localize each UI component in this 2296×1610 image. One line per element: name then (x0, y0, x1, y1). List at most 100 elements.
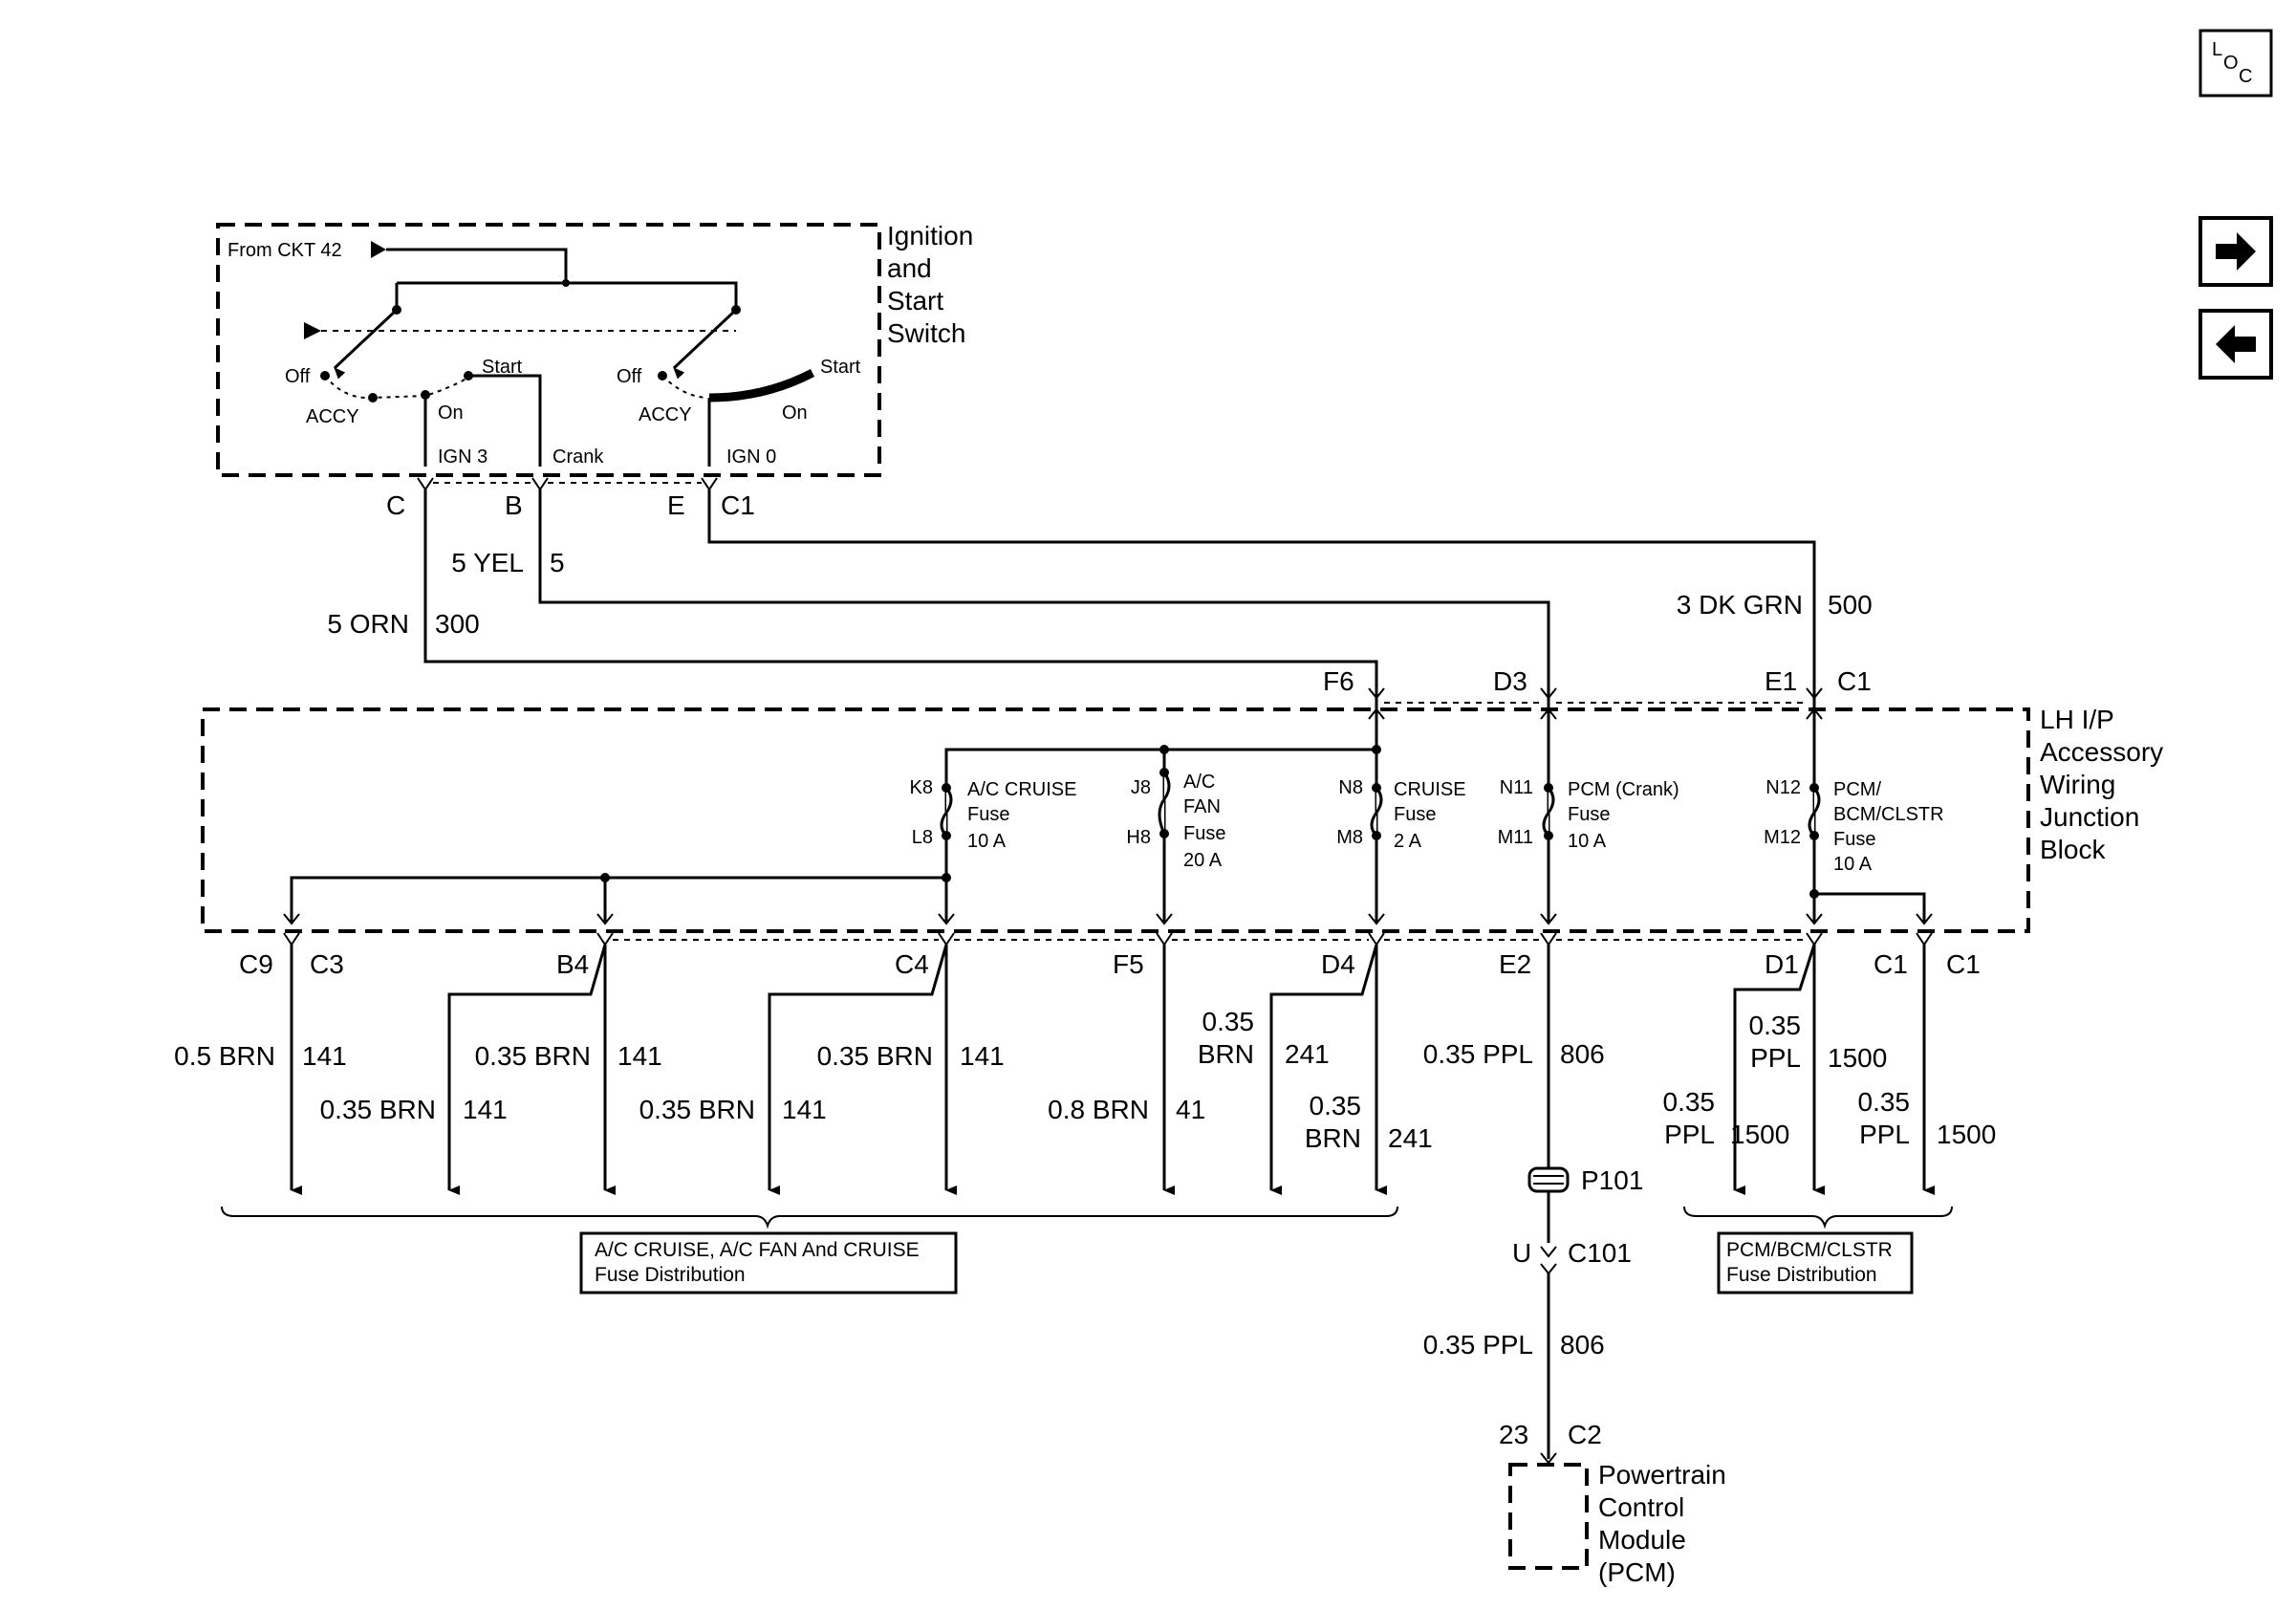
fuse-pcm-bcm-bottom-pin: M12 (1764, 827, 1801, 848)
wire-41-size: 0.8 BRN (1048, 1095, 1149, 1124)
wire-141-d-size: 0.35 BRN (639, 1095, 755, 1124)
switch-connector: C B E C1 (386, 477, 755, 520)
distribution-left-line-2: Fuse Distribution (595, 1264, 746, 1286)
wire-141-b-circuit: 141 (463, 1095, 508, 1124)
jb-dashed-box (201, 707, 2030, 933)
upper-wires: 5 ORN 300 5 YEL 5 3 DK GRN 500 (327, 490, 1873, 696)
wire-141-c-circuit: 141 (617, 1041, 662, 1071)
distribution-right: PCM/BCM/CLSTR Fuse Distribution (1683, 1206, 1953, 1295)
fuse-ac-cruise-top-pin: K8 (910, 777, 933, 798)
from-ckt-label: From CKT 42 (227, 240, 342, 261)
distribution-right-line-2: Fuse Distribution (1726, 1264, 1877, 1286)
wire-241-a-size-2: BRN (1198, 1039, 1254, 1069)
fuse-cruise-name: CRUISE (1394, 779, 1466, 800)
switch-conn-c1: C1 (721, 490, 755, 520)
ign3-label: IGN 3 (438, 446, 487, 468)
wire-5-circuit: 5 (550, 548, 565, 577)
pcm-label-line-4: (PCM) (1598, 1557, 1676, 1587)
splice-p101-label: P101 (1581, 1165, 1643, 1195)
fuse-pcm-bcm-word: Fuse (1833, 829, 1875, 850)
fuse-pcm-bcm-rating: 10 A (1833, 854, 1873, 875)
wire-241-b-size-1: 0.35 (1310, 1091, 1362, 1120)
wire-1500-a-circuit: 1500 (1730, 1120, 1789, 1149)
switch-title-line-4: Switch (887, 318, 965, 348)
jb-title-line-5: Block (2040, 835, 2106, 864)
pin-c1-b: C1 (1946, 949, 1981, 979)
pin-e1: E1 (1765, 666, 1797, 696)
fuse-pcm-crank-top-pin: N11 (1500, 777, 1533, 798)
switch-left-accy: ACCY (306, 406, 359, 427)
wire-1500-a-size-1: 0.35 (1663, 1087, 1716, 1117)
wire-241-a-size-1: 0.35 (1202, 1007, 1255, 1036)
jb-title-line-1: LH I/P (2040, 705, 2114, 734)
pcm-label-line-1: Powertrain (1598, 1460, 1726, 1490)
pin-c: C (386, 490, 405, 520)
junction-block: LH I/P Accessory Wiring Junction Block F… (201, 666, 2163, 979)
switch-title-line-2: and (887, 253, 932, 283)
fuse-ac-cruise-word: Fuse (967, 804, 1009, 825)
ignition-switch: Ignition and Start Switch From CKT 42 Of… (216, 221, 973, 477)
loc-icon[interactable]: L O C (2199, 29, 2273, 98)
pcm-path: P101 U C101 0.35 PPL 806 23 C2 Powertrai… (1423, 945, 1726, 1587)
switch-title-line-1: Ignition (887, 221, 973, 250)
fuse-ac-fan-word: Fuse (1183, 823, 1225, 844)
switch-right-off: Off (617, 366, 642, 387)
wire-241-b-circuit: 241 (1388, 1123, 1433, 1153)
crank-label: Crank (552, 446, 604, 468)
pin-d3: D3 (1493, 666, 1527, 696)
wire-241-a-circuit: 241 (1285, 1039, 1330, 1069)
fuse-ac-fan-name-2: FAN (1183, 796, 1221, 817)
jb-title-line-3: Wiring (2040, 770, 2115, 799)
pin-c1-a: C1 (1874, 949, 1908, 979)
arrow-left-icon[interactable] (2199, 309, 2273, 380)
fuse-ac-cruise-name: A/C CRUISE (967, 779, 1076, 800)
pin-c9: C9 (239, 949, 273, 979)
pin-f6: F6 (1323, 666, 1354, 696)
fuse-cruise-top-pin: N8 (1338, 777, 1363, 798)
pcm-pin-23: 23 (1499, 1420, 1528, 1449)
wire-141-a-size: 0.5 BRN (174, 1041, 275, 1071)
wire-806-a-size: 0.35 PPL (1423, 1039, 1533, 1069)
wire-1500-a-size-2: PPL (1664, 1120, 1715, 1149)
lower-wires: 0.5 BRN 141 0.35 BRN 141 0.35 BRN 141 0.… (174, 944, 1996, 1195)
pin-c4: C4 (895, 949, 929, 979)
wire-241-b-size-2: BRN (1305, 1123, 1361, 1153)
switch-right-accy: ACCY (639, 404, 692, 425)
splice-p101 (1527, 1166, 1570, 1193)
fuse-ac-fan-top-pin: J8 (1131, 777, 1151, 798)
fuse-cruise-rating: 2 A (1394, 831, 1422, 852)
fuse-ac-cruise-bottom-pin: L8 (912, 827, 933, 848)
wire-141-d-circuit: 141 (782, 1095, 827, 1124)
pcm-label-line-2: Control (1598, 1492, 1684, 1522)
jb-in-conn-c1: C1 (1837, 666, 1872, 696)
wire-141-b-size: 0.35 BRN (320, 1095, 436, 1124)
wire-300-size: 5 ORN (327, 609, 409, 639)
svg-text:L: L (2212, 39, 2222, 60)
wire-141-e-circuit: 141 (960, 1041, 1005, 1071)
wire-141-e-size: 0.35 BRN (817, 1041, 933, 1071)
wire-806-b-circuit: 806 (1560, 1330, 1605, 1360)
pin-u: U (1512, 1238, 1531, 1268)
fuse-pcm-bcm-name-1: PCM/ (1833, 779, 1881, 800)
fuse-ac-fan-name-1: A/C (1183, 772, 1215, 793)
pin-e: E (667, 490, 685, 520)
switch-right-on: On (782, 402, 808, 424)
wire-1500-b-size-1: 0.35 (1749, 1011, 1802, 1040)
wire-500-circuit: 500 (1828, 590, 1873, 620)
pcm-dashed-box (1508, 1463, 1589, 1570)
fuse-pcm-crank-bottom-pin: M11 (1498, 827, 1533, 848)
switch-left-off: Off (285, 366, 311, 387)
fuse-ac-fan-rating: 20 A (1183, 850, 1223, 871)
switch-title-line-3: Start (887, 286, 943, 315)
fuse-cruise-word: Fuse (1394, 804, 1436, 825)
arrow-right-icon[interactable] (2199, 216, 2273, 287)
pin-c3: C3 (310, 949, 344, 979)
switch-left-start: Start (482, 357, 523, 378)
pin-b: B (505, 490, 523, 520)
wire-806-b-size: 0.35 PPL (1423, 1330, 1533, 1360)
pcm-conn-c2: C2 (1568, 1420, 1602, 1449)
distribution-left: A/C CRUISE, A/C FAN And CRUISE Fuse Dist… (221, 1206, 1398, 1295)
pin-b4: B4 (556, 949, 589, 979)
distribution-left-line-1: A/C CRUISE, A/C FAN And CRUISE (595, 1239, 920, 1261)
switch-right-start: Start (820, 357, 861, 378)
